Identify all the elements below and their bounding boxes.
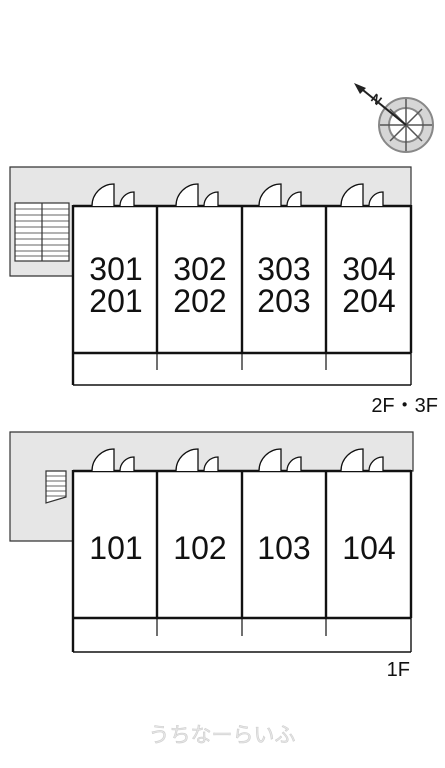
unit-number-303: 303 — [257, 251, 310, 287]
unit-number-304: 304 — [342, 251, 395, 287]
ground-terrace — [73, 618, 412, 653]
ground-doors — [91, 448, 384, 472]
unit-number-202: 202 — [173, 283, 226, 319]
ground-floor-plan: 101 102 103 104 1F — [9, 431, 414, 681]
upper-floor-plan: 301 201 302 202 303 203 304 204 2F・3F — [9, 166, 438, 417]
floor-label-upper: 2F・3F — [371, 395, 438, 417]
unit-number-102: 102 — [173, 530, 226, 566]
unit-number-301: 301 — [89, 251, 142, 287]
watermark-logo: うちなーらいふ — [149, 723, 296, 747]
unit-number-302: 302 — [173, 251, 226, 287]
ground-staircase — [45, 470, 67, 504]
unit-number-104: 104 — [342, 530, 395, 566]
compass-icon — [354, 83, 434, 153]
unit-number-101: 101 — [89, 530, 142, 566]
floor-label-ground: 1F — [387, 659, 410, 681]
unit-number-201: 201 — [89, 283, 142, 319]
unit-number-204: 204 — [342, 283, 395, 319]
upper-doors — [91, 183, 384, 207]
unit-number-203: 203 — [257, 283, 310, 319]
upper-balcony — [73, 353, 412, 386]
upper-staircase — [14, 202, 70, 262]
unit-number-103: 103 — [257, 530, 310, 566]
